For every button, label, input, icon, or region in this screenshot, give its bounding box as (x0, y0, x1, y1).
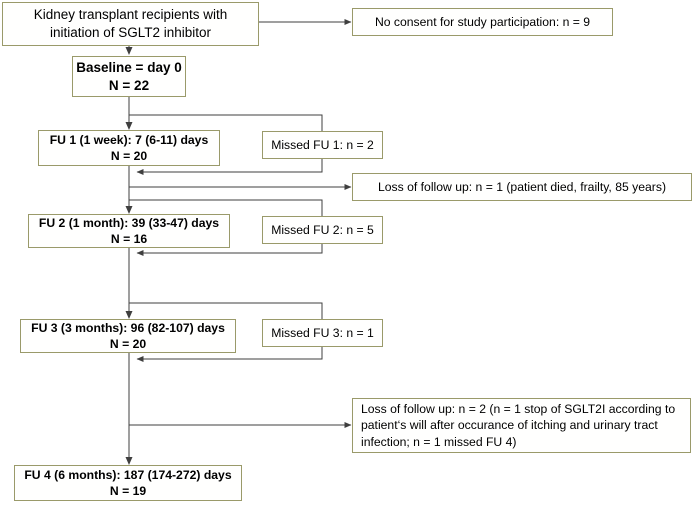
node-fu1-line2: N = 20 (110, 149, 148, 163)
node-missed-fu2: Missed FU 2: n = 5 (262, 216, 383, 244)
node-fu4: FU 4 (6 months): 187 (174-272) days N = … (14, 465, 242, 501)
node-missed-fu3: Missed FU 3: n = 1 (262, 319, 383, 347)
node-loss-followup-2-line1: Loss of follow up: n = 2 (n = 1 stop of … (361, 402, 676, 417)
node-fu3-line2: N = 20 (109, 337, 147, 351)
node-source-population-line1: Kidney transplant recipients with (33, 7, 228, 23)
node-missed-fu3-line1: Missed FU 3: n = 1 (271, 325, 374, 340)
node-loss-followup-1-line1: Loss of follow up: n = 1 (patient died, … (377, 179, 667, 194)
node-fu3: FU 3 (3 months): 96 (82-107) days N = 20 (20, 319, 236, 353)
node-fu1: FU 1 (1 week): 7 (6-11) days N = 20 (38, 130, 220, 166)
node-loss-followup-1: Loss of follow up: n = 1 (patient died, … (352, 173, 692, 201)
node-source-population: Kidney transplant recipients with initia… (2, 2, 259, 46)
node-missed-fu1: Missed FU 1: n = 2 (262, 131, 383, 159)
node-fu4-line1: FU 4 (6 months): 187 (174-272) days (24, 467, 232, 482)
node-fu2: FU 2 (1 month): 39 (33-47) days N = 16 (28, 214, 230, 248)
node-fu1-line1: FU 1 (1 week): 7 (6-11) days (49, 132, 209, 147)
node-missed-fu2-line1: Missed FU 2: n = 5 (271, 222, 374, 237)
node-loss-followup-2-line2: patient‘s will after occurance of itchin… (361, 418, 658, 433)
node-baseline-line1: Baseline = day 0 (76, 59, 182, 75)
node-fu3-line1: FU 3 (3 months): 96 (82-107) days (31, 320, 225, 335)
node-fu2-line2: N = 16 (110, 232, 148, 246)
node-fu2-line1: FU 2 (1 month): 39 (33-47) days (38, 215, 220, 230)
node-missed-fu1-line1: Missed FU 1: n = 2 (271, 137, 374, 152)
node-baseline: Baseline = day 0 N = 22 (72, 56, 186, 97)
node-no-consent-line1: No consent for study participation: n = … (374, 14, 591, 29)
node-no-consent: No consent for study participation: n = … (352, 8, 613, 36)
node-loss-followup-2-line3: infection; n = 1 missed FU 4) (361, 434, 517, 449)
node-loss-followup-2: Loss of follow up: n = 2 (n = 1 stop of … (352, 398, 691, 453)
node-source-population-line2: initiation of SGLT2 inhibitor (49, 25, 212, 40)
node-fu4-line2: N = 19 (109, 484, 147, 498)
node-baseline-line2: N = 22 (108, 77, 150, 93)
